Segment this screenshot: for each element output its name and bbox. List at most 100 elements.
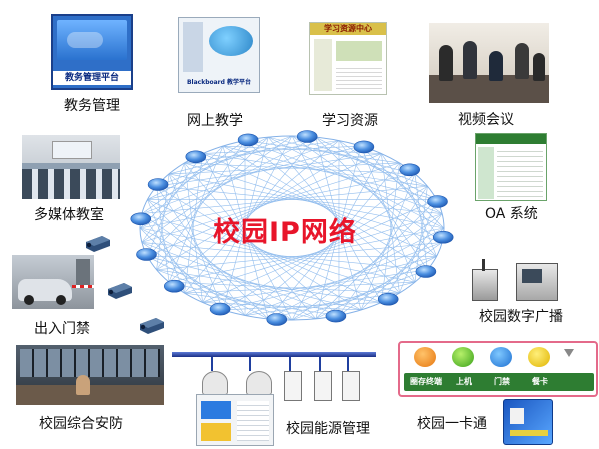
- mesh-line: [244, 140, 416, 283]
- card-item-1: 上机: [456, 377, 472, 386]
- anfang-thumbnail: [16, 345, 164, 405]
- card-item-0: 圈存终端: [410, 377, 442, 386]
- mesh-line: [315, 199, 437, 320]
- mesh-line: [184, 292, 340, 316]
- mesh-line: [156, 185, 443, 214]
- mesh-line: [168, 173, 445, 229]
- label-churu: 出入门禁: [34, 321, 90, 337]
- mesh-line: [268, 136, 416, 175]
- mesh-line: [184, 153, 203, 294]
- mesh-line: [139, 227, 416, 283]
- mesh-line: [244, 140, 400, 164]
- mesh-line: [381, 153, 400, 294]
- mesh-line: [141, 140, 246, 214]
- mesh-line: [147, 199, 269, 320]
- wangshang-thumbnail: Blackboard 教学平台: [178, 17, 260, 93]
- mesh-line: [338, 140, 443, 214]
- label-duomeiti: 多媒体教室: [34, 207, 104, 223]
- mesh-line: [156, 186, 170, 283]
- mesh-line: [268, 227, 445, 320]
- mesh-line: [156, 140, 246, 270]
- mesh-line: [414, 186, 428, 283]
- mesh-line: [147, 136, 269, 257]
- mesh-line: [338, 186, 428, 316]
- mesh-line: [184, 281, 415, 294]
- mesh-line: [381, 153, 443, 243]
- mesh-line: [156, 269, 293, 321]
- jiaowu-thumbnail: 教务管理平台: [51, 14, 133, 90]
- mesh-line: [184, 213, 443, 294]
- mesh-line: [414, 173, 428, 270]
- mesh-line: [184, 162, 443, 243]
- mesh-line: [141, 242, 340, 316]
- camera-icon: [140, 318, 164, 334]
- mesh-line: [291, 135, 443, 243]
- mesh-line: [141, 242, 428, 271]
- mesh-line: [291, 135, 428, 187]
- mesh-line: [399, 199, 437, 294]
- duomeiti-thumbnail: [22, 135, 120, 199]
- mesh-line: [202, 199, 437, 303]
- network-node: [325, 309, 347, 323]
- oa-thumbnail: [475, 133, 547, 201]
- mesh-line: [139, 136, 316, 229]
- mesh-line: [360, 227, 445, 311]
- center-title: 校园IP网络: [213, 217, 357, 248]
- mesh-line: [315, 145, 362, 319]
- mesh-line: [156, 186, 246, 316]
- network-node: [185, 150, 207, 164]
- mesh-line: [168, 136, 316, 175]
- network-node: [237, 133, 259, 147]
- mesh-line: [360, 173, 416, 311]
- network-node: [164, 279, 185, 293]
- mesh-rim: [139, 135, 445, 321]
- mesh-line: [141, 213, 400, 294]
- network-node: [209, 302, 231, 316]
- smart-card: [503, 399, 553, 445]
- network-nodes: [130, 130, 454, 326]
- mesh-line: [147, 145, 362, 200]
- xuexi-thumbnail: 学习资源中心: [309, 22, 387, 95]
- mesh-line: [156, 173, 170, 270]
- network-node: [130, 212, 152, 226]
- mesh-line: [360, 145, 416, 283]
- network-node: [353, 140, 375, 154]
- bb-platform-text: Blackboard 教学平台: [186, 79, 252, 86]
- mesh-line: [291, 135, 382, 303]
- mesh-line: [315, 256, 437, 320]
- label-xuexi: 学习资源: [322, 113, 378, 129]
- mesh-line: [291, 269, 428, 321]
- mesh-line: [267, 162, 400, 320]
- mesh-line: [360, 145, 445, 229]
- mesh-line: [222, 145, 382, 154]
- mesh-line: [168, 281, 316, 320]
- label-jiaowu: 教务管理: [64, 98, 120, 114]
- mesh-line: [156, 185, 362, 311]
- mesh-line: [291, 213, 443, 321]
- mesh-line: [381, 213, 443, 303]
- mesh-line: [315, 136, 437, 257]
- mesh-line: [139, 227, 224, 311]
- card-item-3: 餐卡: [532, 377, 548, 386]
- card-item-2: 门禁: [494, 377, 510, 386]
- mesh-line: [202, 269, 428, 303]
- network-mesh: [139, 135, 445, 321]
- mesh-line: [184, 162, 203, 303]
- label-guangbo: 校园数字广播: [479, 309, 563, 325]
- mesh-line: [184, 162, 415, 175]
- energy-screenshot: [196, 394, 274, 446]
- mesh-line: [222, 302, 382, 311]
- mesh-line: [168, 173, 340, 316]
- label-wangshang: 网上教学: [187, 113, 243, 129]
- mesh-line: [141, 242, 246, 316]
- label-anfang: 校园综合安防: [39, 416, 123, 432]
- mesh-line: [141, 213, 203, 303]
- xuexi-header-text: 学习资源中心: [310, 23, 386, 35]
- guangbo-thumbnail: [470, 259, 560, 303]
- network-node: [147, 178, 169, 191]
- mesh-line: [168, 173, 224, 311]
- mesh-line: [381, 162, 400, 303]
- bus-connector: [172, 352, 376, 371]
- mesh-line: [202, 302, 362, 311]
- mesh-line: [184, 140, 340, 164]
